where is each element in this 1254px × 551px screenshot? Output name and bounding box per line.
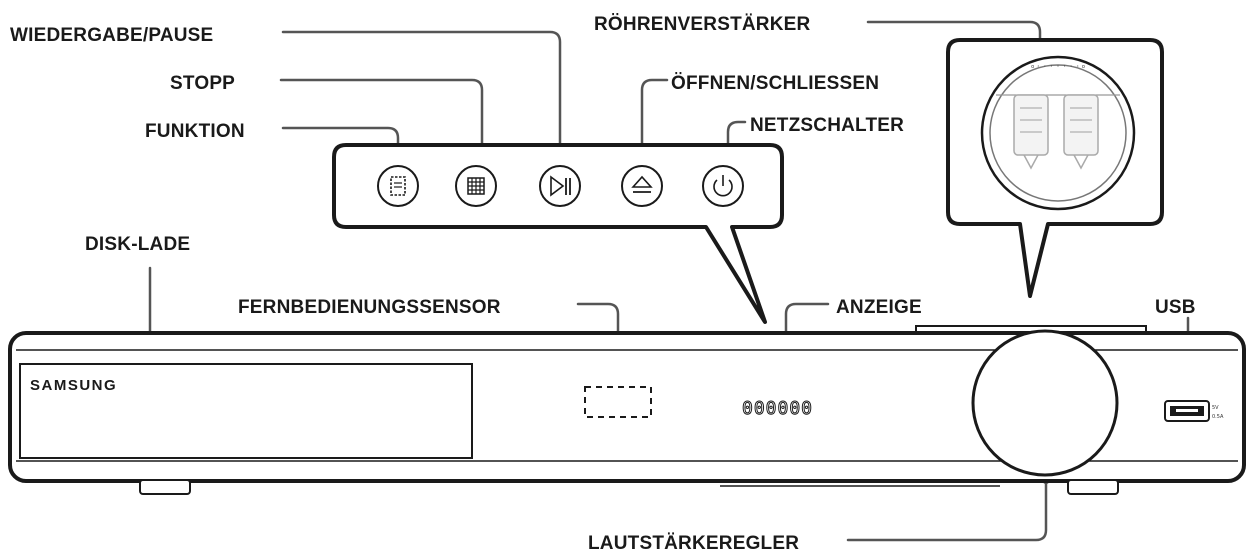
volume-knob[interactable] — [971, 329, 1119, 477]
leader-stop — [279, 78, 484, 172]
label-remote-sensor: FERNBEDIENUNGSSENSOR — [238, 297, 501, 318]
leader-volume — [846, 478, 1048, 542]
stop-button[interactable] — [455, 165, 497, 207]
label-stop: STOPP — [170, 73, 235, 94]
display-readout: 000000 — [742, 398, 813, 419]
label-volume: LAUTSTÄRKEREGLER — [588, 533, 799, 551]
power-button[interactable] — [702, 165, 744, 207]
usb-rating-voltage: 5V — [1212, 405, 1219, 411]
leader-function — [281, 126, 400, 172]
label-function: FUNKTION — [145, 121, 245, 142]
label-open-close: ÖFFNEN/SCHLIESSEN — [671, 73, 879, 94]
leader-lines — [148, 20, 1190, 542]
tube-amp-callout: o ・ ・ ・ ・ ・ ・ ・ o — [946, 38, 1164, 298]
button-panel-callout — [332, 143, 784, 324]
open-close-button[interactable] — [621, 165, 663, 207]
label-usb: USB — [1155, 297, 1196, 318]
label-play-pause: WIEDERGABE/PAUSE — [10, 25, 213, 46]
labels: RÖHRENVERSTÄRKER WIEDERGABE/PAUSE STOPP … — [10, 14, 1196, 551]
usb-port[interactable] — [1164, 400, 1210, 422]
vacuum-tube-left — [1013, 94, 1049, 170]
brand-logo: SAMSUNG — [30, 377, 117, 394]
leader-open-close — [640, 78, 669, 172]
label-power: NETZSCHALTER — [750, 115, 904, 136]
label-display: ANZEIGE — [836, 297, 922, 318]
usb-rating-current: 0.5A — [1212, 414, 1224, 420]
leader-play-pause — [281, 30, 562, 172]
leader-power — [726, 120, 747, 172]
svg-text:o ・ ・ ・ ・ ・ ・ ・ o: o ・ ・ ・ ・ ・ ・ ・ o — [1031, 64, 1085, 70]
function-button[interactable] — [377, 165, 419, 207]
play-pause-button[interactable] — [539, 165, 581, 207]
remote-sensor-window — [584, 386, 652, 418]
leader-remote-sensor — [576, 302, 620, 382]
label-tube-amp: RÖHRENVERSTÄRKER — [594, 14, 811, 35]
leader-display — [784, 302, 830, 382]
label-disc-tray: DISK-LADE — [85, 234, 190, 255]
disc-tray[interactable] — [19, 363, 473, 459]
leader-tube-amp — [866, 20, 1042, 70]
vacuum-tube-right — [1063, 94, 1099, 170]
